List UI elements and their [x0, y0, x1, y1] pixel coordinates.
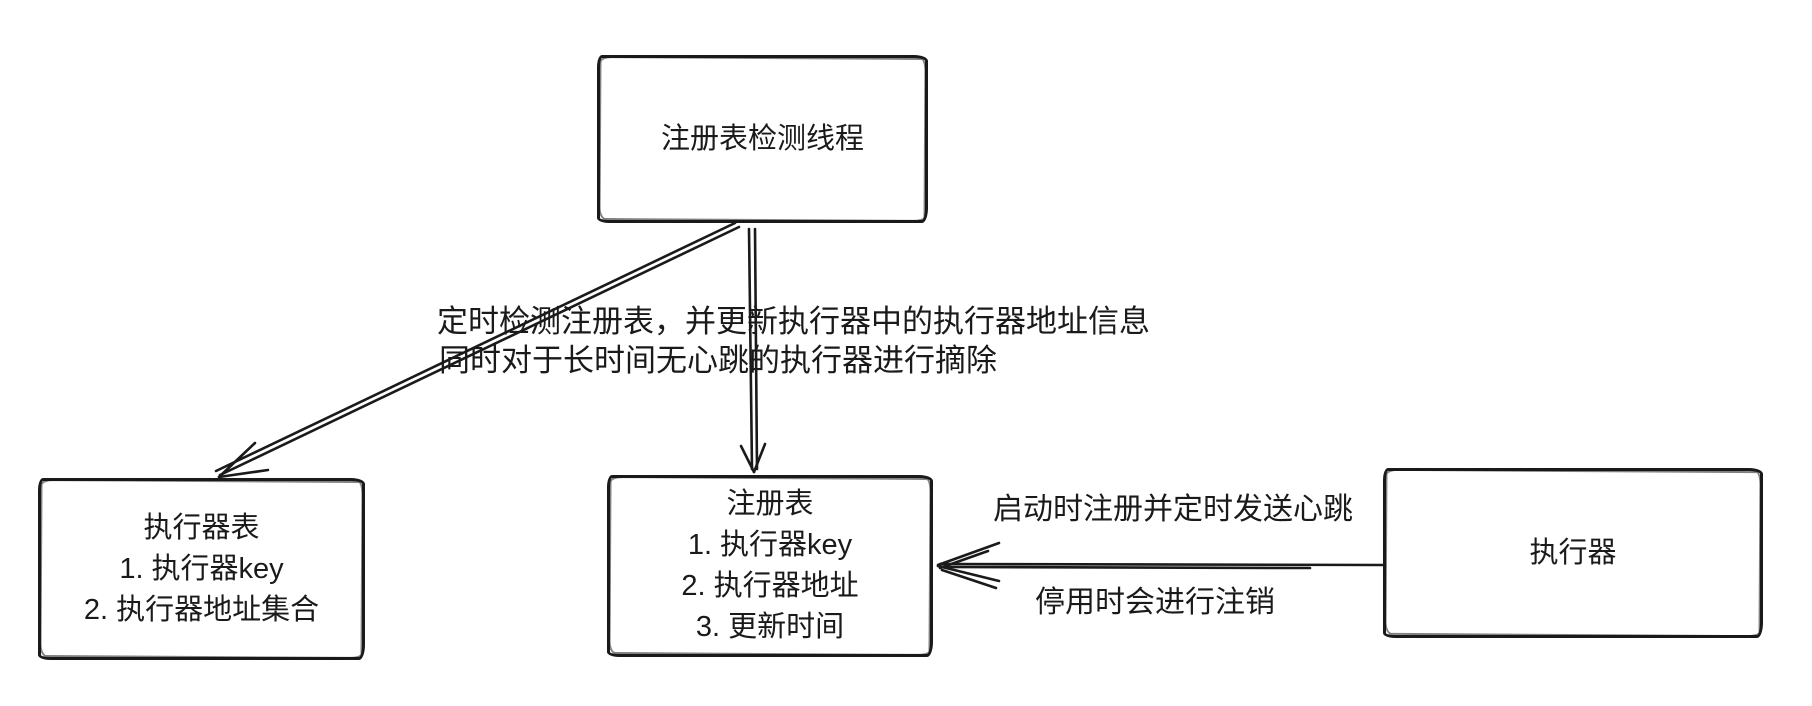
node-detector-thread-title: 注册表检测线程: [660, 122, 864, 155]
node-executor-table-item: 2. 执行器地址集合: [83, 593, 320, 626]
node-registry-table: 注册表 1. 执行器key 2. 执行器地址 3. 更新时间: [607, 475, 933, 657]
node-executor: 执行器: [1383, 468, 1763, 638]
arrow-executor-to-registry-table: [936, 541, 1386, 590]
node-executor-table: 执行器表 1. 执行器key 2. 执行器地址集合: [38, 478, 365, 660]
node-registry-table-item: 2. 执行器地址: [681, 570, 859, 602]
node-executor-title: 执行器: [1529, 536, 1617, 569]
detect-note-line2: 同时对于长时间无心跳的执行器进行摘除: [439, 343, 997, 378]
node-detector-thread: 注册表检测线程: [597, 55, 928, 223]
edge-label-register-heartbeat: 启动时注册并定时发送心跳: [993, 493, 1353, 526]
node-executor-table-item: 1. 执行器key: [119, 552, 284, 585]
node-registry-table-title: 注册表: [726, 488, 814, 520]
detect-note-line1: 定时检测注册表，并更新执行器中的执行器地址信息: [437, 304, 1150, 339]
node-executor-table-title: 执行器表: [143, 511, 260, 544]
node-registry-table-item: 3. 更新时间: [695, 611, 845, 643]
node-registry-table-item: 1. 执行器key: [687, 529, 853, 561]
edge-label-unregister: 停用时会进行注销: [1035, 586, 1275, 619]
